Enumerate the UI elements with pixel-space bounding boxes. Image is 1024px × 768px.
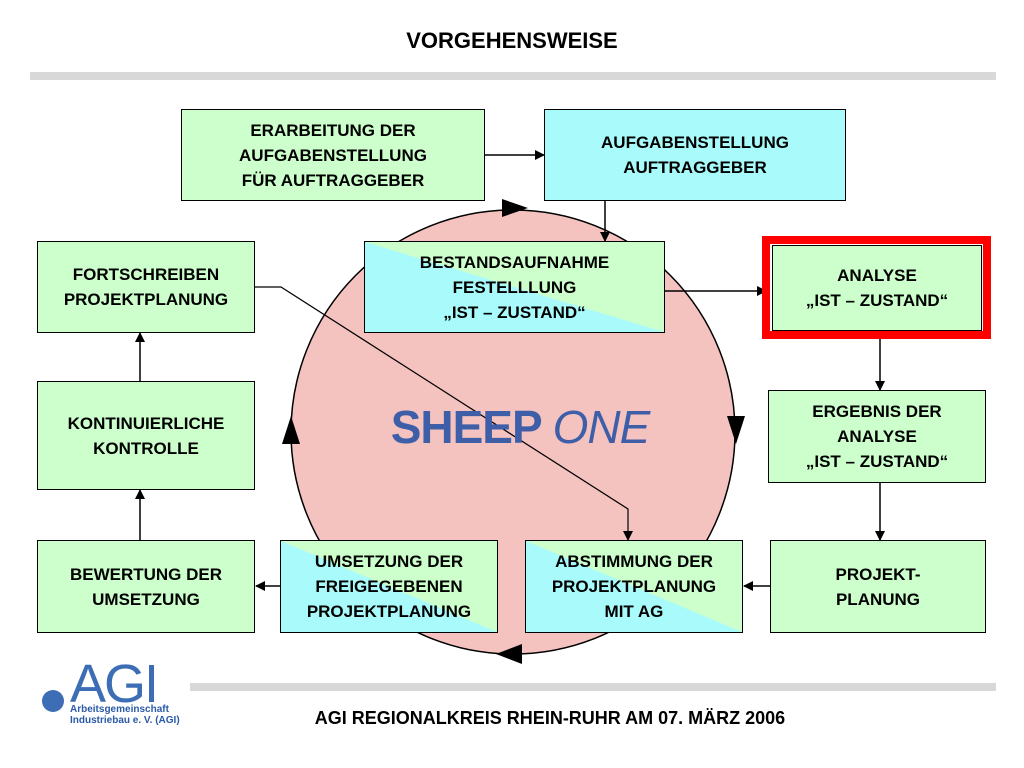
- box-bestandsaufnahme: BESTANDSAUFNAHME FESTELLLUNG „IST – ZUST…: [364, 241, 665, 333]
- agi-logo: AGI: [70, 654, 159, 714]
- box-ergebnis-der-analyse: ERGEBNIS DER ANALYSE „IST – ZUSTAND“: [768, 390, 986, 483]
- agi-logo-subtitle: Arbeitsgemeinschaft Industriebau e. V. (…: [70, 704, 180, 726]
- box-aufgabenstellung-auftraggeber: AUFGABENSTELLUNG AUFTRAGGEBER: [544, 109, 846, 201]
- cycle-arrow-left: [282, 416, 300, 444]
- box-analyse-ist-zustand: ANALYSE „IST – ZUSTAND“: [772, 245, 982, 331]
- cycle-arrow-right: [727, 416, 745, 444]
- box-analyse-label: ANALYSE „IST – ZUSTAND“: [805, 266, 949, 310]
- box-bewertung-label: BEWERTUNG DER UMSETZUNG: [69, 564, 223, 609]
- box-projekt-planung: PROJEKT- PLANUNG: [770, 540, 986, 633]
- box-ergebnis-label: ERGEBNIS DER ANALYSE „IST – ZUSTAND“: [805, 402, 949, 471]
- arrow-fortschreiben-to-abstimmung: [255, 286, 633, 541]
- box-kontinuierliche-label: KONTINUIERLICHE KONTROLLE: [67, 413, 225, 458]
- box-erarbeitung-aufgabenstellung: ERARBEITUNG DER AUFGABENSTELLUNG FÜR AUF…: [181, 109, 485, 201]
- center-title: SHEEP ONE: [330, 400, 710, 454]
- box-umsetzung-projektplanung: UMSETZUNG DER FREIGEGEBENEN PROJEKTPLANU…: [280, 540, 498, 633]
- page-title: VORGEHENSWEISE: [406, 28, 618, 53]
- cycle-arrow-top: [502, 199, 528, 217]
- box-kontinuierliche-kontrolle: KONTINUIERLICHE KONTROLLE: [37, 381, 255, 490]
- agi-logo-dot-icon: [42, 690, 64, 712]
- box-fortschreiben-projektplanung: FORTSCHREIBEN PROJEKTPLANUNG: [37, 241, 255, 333]
- box-fortschreiben-label: FORTSCHREIBEN PROJEKTPLANUNG: [63, 265, 229, 309]
- box-bestandsaufnahme-label: BESTANDSAUFNAHME FESTELLLUNG „IST – ZUST…: [419, 252, 610, 322]
- box-erarbeitung-label: ERARBEITUNG DER AUFGABENSTELLUNG FÜR AUF…: [239, 120, 427, 190]
- center-title-italic: ONE: [552, 401, 651, 453]
- box-projektplanung-label: PROJEKT- PLANUNG: [835, 564, 921, 609]
- cycle-arrow-bottom: [496, 644, 522, 664]
- box-aufgabenstellung-label: AUFGABENSTELLUNG AUFTRAGGEBER: [601, 133, 789, 177]
- box-abstimmung-projektplanung: ABSTIMMUNG DER PROJEKTPLANUNG MIT AG: [525, 540, 743, 633]
- box-bewertung-der-umsetzung: BEWERTUNG DER UMSETZUNG: [37, 540, 255, 633]
- box-abstimmung-label: ABSTIMMUNG DER PROJEKTPLANUNG MIT AG: [551, 552, 717, 621]
- footer-text: AGI REGIONALKREIS RHEIN-RUHR AM 07. MÄRZ…: [314, 708, 786, 728]
- bottom-divider: [190, 683, 996, 691]
- top-divider: [30, 72, 996, 80]
- box-umsetzung-label: UMSETZUNG DER FREIGEGEBENEN PROJEKTPLANU…: [306, 552, 472, 621]
- analyse-highlight-frame: [762, 236, 991, 339]
- center-title-main: SHEEP: [390, 401, 542, 453]
